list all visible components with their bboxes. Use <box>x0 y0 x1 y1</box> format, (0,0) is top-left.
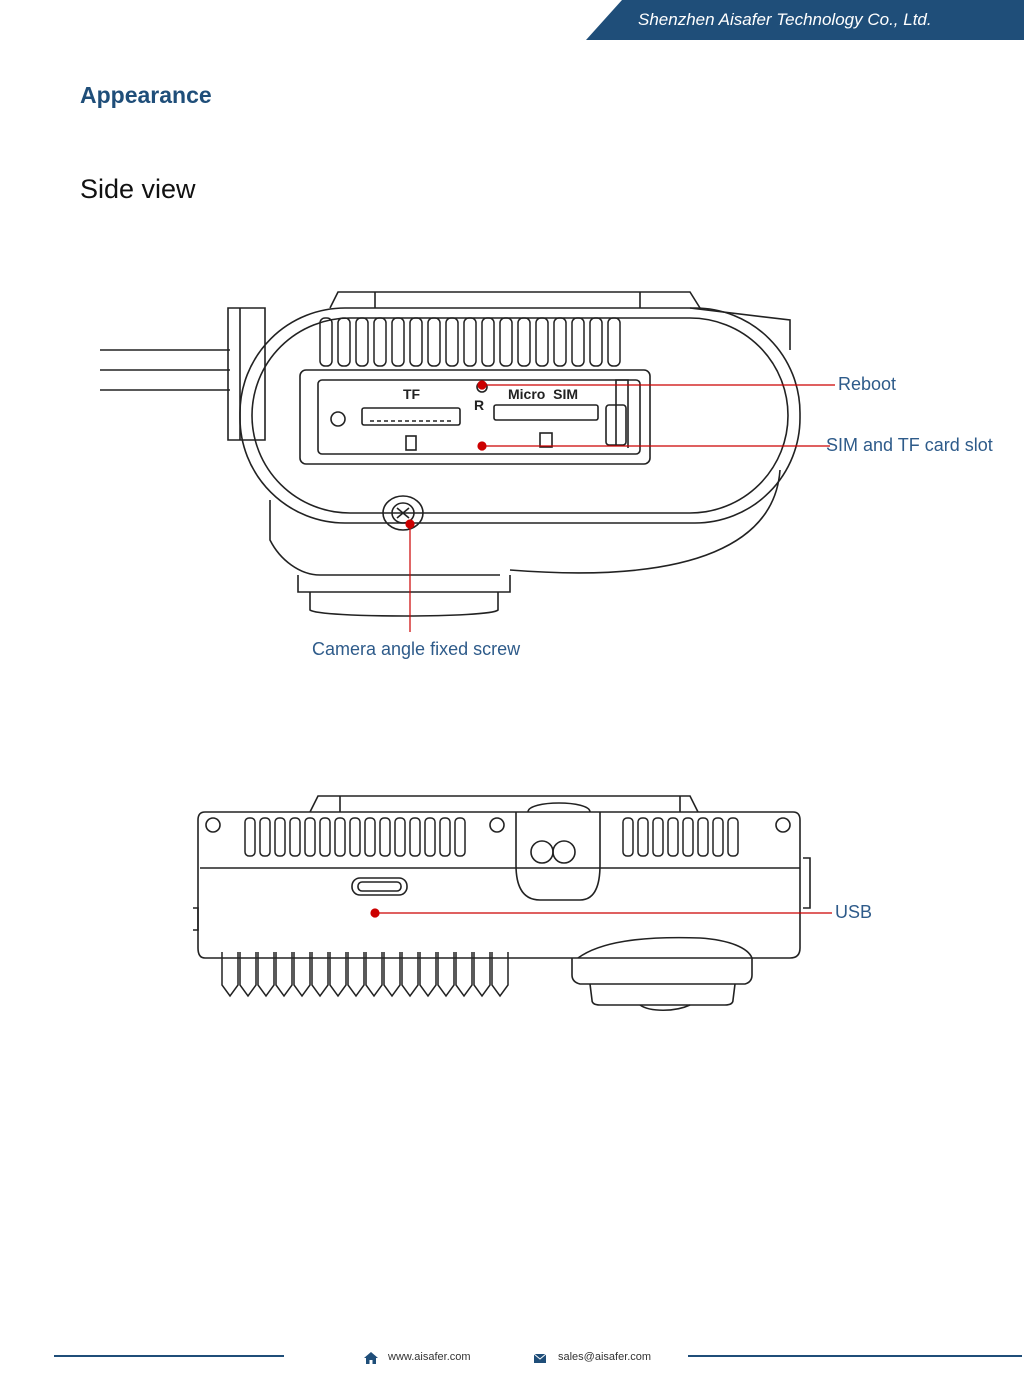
vent-fins-bottom <box>244 817 739 857</box>
footer-divider-left <box>54 1355 284 1357</box>
tf-slot-label: TF <box>403 386 421 402</box>
device-side-view-top <box>100 291 801 617</box>
footer-divider-right <box>688 1355 1022 1357</box>
envelope-icon <box>534 1354 546 1363</box>
callout-camera-screw: Camera angle fixed screw <box>312 639 521 659</box>
section-heading: Appearance <box>80 82 212 108</box>
callout-usb: USB <box>835 902 873 922</box>
subsection-heading: Side view <box>80 174 196 204</box>
header-banner <box>586 0 1024 40</box>
device-side-view-bottom <box>193 795 811 1012</box>
micro-sim-label: Micro SIM <box>508 386 578 402</box>
footer-website[interactable]: www.aisafer.com <box>388 1351 471 1363</box>
reset-label: R <box>474 397 484 413</box>
company-name: Shenzhen Aisafer Technology Co., Ltd. <box>638 10 932 29</box>
callout-pointer-usb <box>370 908 832 918</box>
vent-fins-top <box>319 317 621 367</box>
callout-sim-tf-slot: SIM and TF card slot <box>826 435 993 455</box>
footer-email[interactable]: sales@aisafer.com <box>558 1351 652 1363</box>
heat-sink-fins <box>221 952 509 998</box>
home-icon <box>364 1352 378 1364</box>
callout-pointers-top <box>405 380 835 632</box>
callout-reboot: Reboot <box>838 374 897 394</box>
